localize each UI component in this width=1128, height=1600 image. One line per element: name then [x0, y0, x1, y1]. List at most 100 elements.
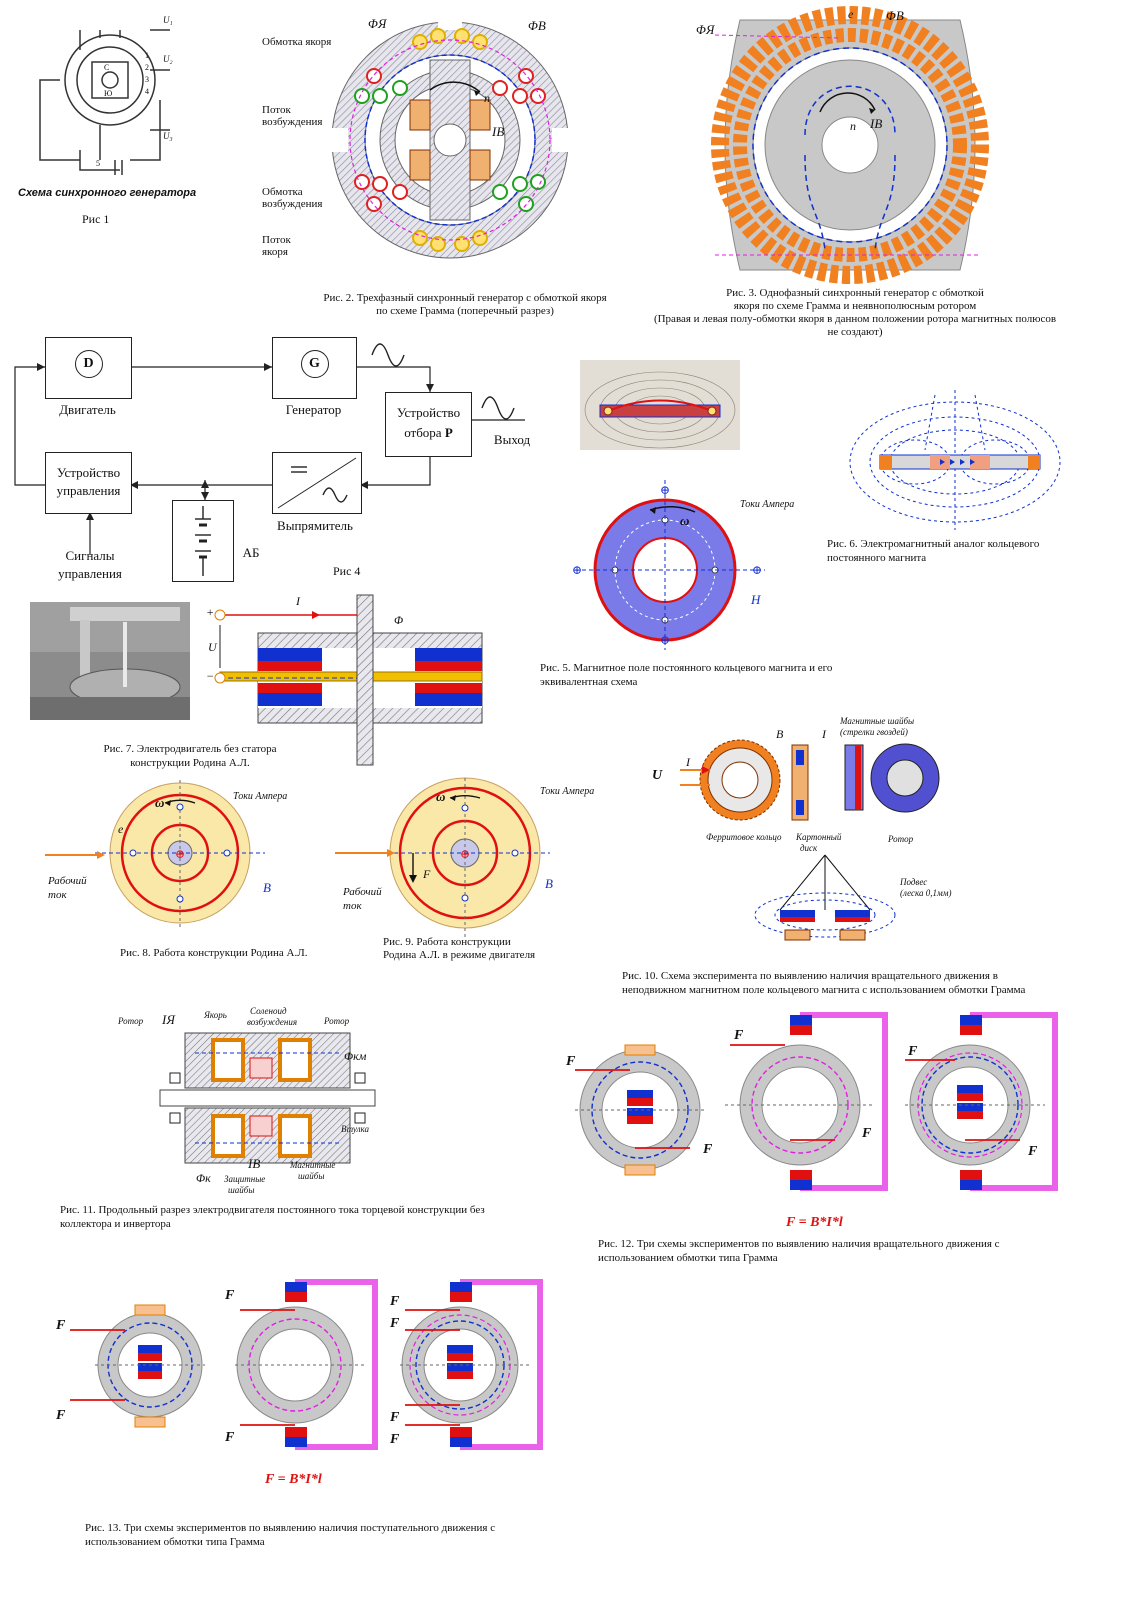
fig13-label-f-4: F [225, 1430, 235, 1445]
fig4-battery-box [172, 500, 234, 582]
fig7-cross-section [214, 594, 483, 766]
fig4-generator-symbol: G [300, 350, 329, 378]
svg-text:⊕: ⊕ [175, 847, 185, 861]
fig3-caption-4: не создают) [827, 326, 883, 338]
fig11-label-protect-1: Защитные [224, 1174, 266, 1184]
fig10-label-cardboard-1: Картонный [796, 832, 842, 842]
fig3-caption-1: Рис. 3. Однофазный синхронный генератор … [726, 287, 984, 299]
fig12-formula: F = B*I*l [786, 1215, 843, 1230]
fig11-label-ia: IЯ [162, 1012, 175, 1027]
svg-text:⊕: ⊕ [660, 633, 670, 647]
fig11-caption-2: коллектора и инвертора [60, 1218, 171, 1230]
fig4-signals-line1: Сигналы [65, 548, 115, 563]
fig10-label-i: I [686, 755, 690, 769]
fig12-caption-2: использованием обмотки типа Грамма [598, 1252, 778, 1264]
fig7-caption-1: Рис. 7. Электродвигатель без статора [103, 743, 277, 755]
fig3-label-n: n [850, 119, 856, 133]
fig12-caption-1: Рис. 12. Три схемы экспериментов по выяв… [598, 1238, 1000, 1250]
fig11-label-rotor-left: Ротор [118, 1016, 144, 1026]
fig9-label-b: B [545, 876, 553, 891]
fig12-scheme-2 [725, 1012, 888, 1191]
fig5-field-photo [580, 360, 740, 450]
fig5-caption-2: эквивалентная схема [540, 676, 638, 688]
fig2-label-ib: IB [492, 124, 505, 139]
fig13-label-f-3: F [225, 1288, 235, 1303]
fig2-label-phi-b: ΦB [528, 18, 546, 33]
fig10-label-b: B [776, 727, 784, 741]
fig3-cross-section [711, 6, 989, 284]
fig8-caption: Рис. 8. Работа конструкции Родина А.Л. [120, 947, 308, 959]
fig4-rectifier-box [272, 452, 362, 514]
fig11-cross-section [159, 1032, 376, 1164]
fig10-caption-1: Рис. 10. Схема эксперимента по выявлению… [622, 970, 998, 982]
fig13-label-f-5: F [390, 1294, 400, 1309]
fig13-caption-2: использованием обмотки типа Грамма [85, 1536, 265, 1548]
fig2-label-armature-winding: Обмотка якоря [262, 36, 332, 48]
fig9-caption-2: Родина А.Л. в режиме двигателя [383, 949, 536, 961]
fig2-caption: Рис. 2. Трехфазный синхронный генератор … [323, 292, 607, 317]
fig4-caption: Рис 4 [333, 564, 361, 578]
fig4-takeoff-symbol: P [444, 425, 453, 440]
fig7-minus: − [206, 669, 215, 683]
fig4-engine-box: D [45, 337, 132, 399]
fig2-label-armature-flux: Поток якоря [262, 234, 291, 258]
fig4-takeoff-line2-text: отбора [404, 425, 442, 440]
fig12-force-arrows [575, 1044, 1020, 1149]
fig4-signals-line2: управления [58, 566, 122, 581]
fig11-label-phi-km: Φкм [344, 1049, 367, 1063]
fig2-label-n: n [484, 91, 490, 105]
fig9-disk: ⊕ [380, 777, 550, 938]
fig11-caption-1: Рис. 11. Продольный разрез электродвигат… [60, 1204, 485, 1216]
fig9-label-ampere: Токи Ампера [540, 786, 595, 797]
fig13-label-f-7: F [390, 1410, 400, 1425]
fig10-label-ferrite: Ферритовое кольцо [706, 832, 782, 842]
fig4-battery-label: АБ [242, 545, 260, 560]
fig13-scheme-3 [400, 1279, 543, 1450]
fig10-label-u: U [652, 768, 663, 783]
fig7-label-u: U [208, 640, 217, 654]
fig3-label-phi-a: ΦЯ [696, 22, 715, 37]
fig2-label-excitation-flux: Поток возбуждения [262, 104, 323, 128]
fig6-field-diagram [849, 390, 1061, 530]
svg-text:⊕: ⊕ [460, 847, 470, 861]
fig4-wires [14, 343, 525, 555]
fig12-label-f-6: F [1028, 1144, 1038, 1159]
fig8-current-arrow [45, 851, 105, 859]
fig4-takeoff-box: Устройство отбора P [385, 392, 472, 457]
fig6-caption-2: постоянного магнита [827, 552, 927, 564]
fig9-label-omega: ω [436, 789, 446, 804]
fig5-label-omega: ω [680, 513, 690, 528]
fig11-label-solenoid-1: Соленоид [250, 1006, 287, 1016]
fig5-ring: ⊕ ⊕ ⊕ ⊕ [572, 480, 765, 650]
fig13-label-f-2: F [56, 1408, 66, 1423]
fig7-caption-2: конструкции Родина А.Л. [130, 757, 250, 769]
fig10-label-rotor: Ротор [888, 834, 914, 844]
fig4-battery-symbol [195, 506, 211, 576]
fig8-label-current-1: Рабочий [48, 875, 87, 887]
fig13-caption-1: Рис. 13. Три схемы экспериментов по выяв… [85, 1522, 496, 1534]
fig4-takeoff-line2: отбора P [386, 425, 471, 441]
fig13-label-f-8: F [390, 1432, 400, 1447]
fig10-label-washers-2: (стрелки гвоздей) [840, 727, 908, 737]
fig11-label-magnet-2: шайбы [298, 1171, 325, 1181]
fig7-label-i: I [296, 594, 300, 608]
fig1-label-yu: Ю [104, 89, 113, 98]
fig4-generator-box: G [272, 337, 357, 399]
svg-text:⊕: ⊕ [752, 563, 762, 577]
fig12-label-f-5: F [908, 1044, 918, 1059]
fig9-current-arrow [335, 849, 395, 857]
fig1-schematic [39, 29, 170, 175]
fig13-label-f-1: F [56, 1318, 66, 1333]
fig4-generator-label: Генератор [285, 402, 342, 417]
svg-text:⊕: ⊕ [572, 563, 582, 577]
fig3-label-ib: IB [870, 116, 883, 131]
fig4-rectifier-label: Выпрямитель [277, 518, 353, 533]
fig1-label-u2: U₂ [163, 54, 173, 64]
fig11-label-armature: Якорь [204, 1010, 227, 1020]
fig1-caption: Рис 1 [82, 212, 110, 226]
fig8-disk: ⊕ [95, 780, 265, 930]
fig9-label-f: F [423, 867, 431, 881]
fig1-label-4: 4 [145, 87, 149, 96]
fig4-engine-label: Двигатель [59, 402, 116, 417]
fig4-engine-symbol: D [74, 350, 103, 378]
